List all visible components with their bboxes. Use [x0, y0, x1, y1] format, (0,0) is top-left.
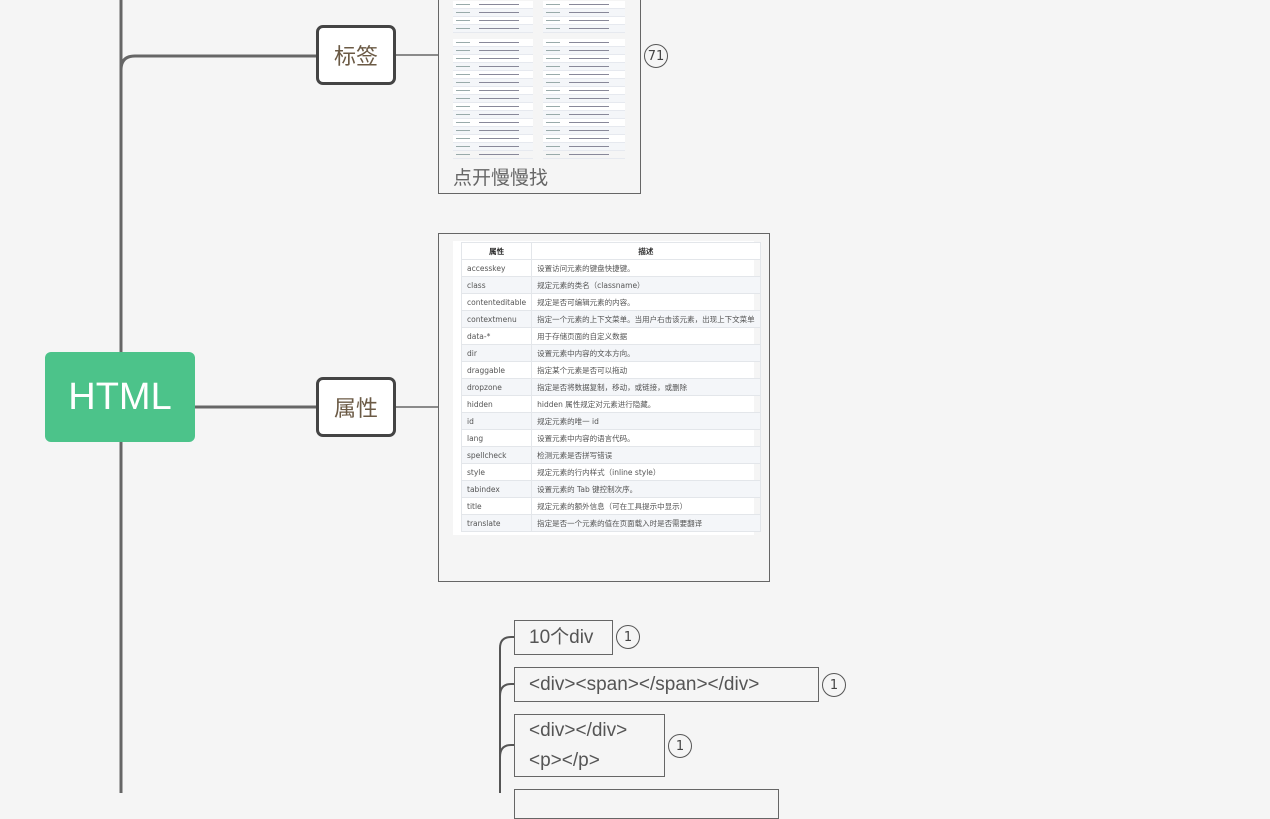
root-node-html[interactable]: HTML: [45, 352, 195, 442]
attribute-name-cell: dropzone: [460, 378, 533, 396]
child-count-badge[interactable]: 1: [668, 734, 692, 758]
attribute-name-cell: draggable: [460, 361, 533, 379]
attribute-desc-cell: hidden 属性规定对元素进行隐藏。: [531, 395, 761, 413]
child-count-badge[interactable]: 1: [822, 673, 846, 697]
attribute-desc-cell: 规定元素的类名（classname）: [531, 276, 761, 294]
tag-table-thumbnail: [453, 39, 533, 159]
subtopic-label: 10个div: [529, 626, 594, 648]
connectors: [119, 0, 514, 793]
branch-line-tags: [119, 54, 316, 352]
attribute-name-cell: hidden: [460, 395, 533, 413]
attribute-desc-cell: 设置元素中内容的文本方向。: [531, 344, 761, 362]
child-count-badge[interactable]: 71: [644, 44, 668, 68]
attribute-desc-cell: 设置元素的 Tab 键控制次序。: [531, 480, 761, 498]
col-header: 描述: [531, 242, 761, 260]
subtopic-div-span[interactable]: <div><span></span></div>: [514, 667, 819, 702]
attribute-name-cell: lang: [460, 429, 533, 447]
attribute-desc-cell: 用于存储页面的自定义数据: [531, 327, 761, 345]
attribute-desc-cell: 设置访问元素的键盘快捷键。: [531, 259, 761, 277]
tag-table-thumbnail: [543, 1, 625, 33]
attribute-desc-cell: 指定某个元素是否可以拖动: [531, 361, 761, 379]
attribute-desc-cell: 指定是否将数据复制，移动，或链接，或删除: [531, 378, 761, 396]
attribute-name-cell: translate: [460, 514, 533, 532]
attribute-name-cell: accesskey: [460, 259, 533, 277]
attribute-desc-cell: 指定是否一个元素的值在页面载入时是否需要翻译: [531, 514, 761, 532]
table-row: data-*用于存储页面的自定义数据: [460, 327, 761, 345]
attribute-desc-cell: 规定元素的行内样式（inline style）: [531, 463, 761, 481]
attribute-name-cell: contextmenu: [460, 310, 533, 328]
root-label: HTML: [68, 375, 172, 418]
subtopic-label: <div></div> <p></p>: [529, 719, 628, 771]
attribute-desc-cell: 指定一个元素的上下文菜单。当用户右击该元素，出现上下文菜单: [531, 310, 761, 328]
topic-label: 标签: [333, 45, 378, 70]
col-header: 属性: [460, 242, 533, 260]
attribute-name-cell: spellcheck: [460, 446, 533, 464]
attribute-name-cell: title: [460, 497, 533, 515]
subtopic-10-divs[interactable]: 10个div: [514, 620, 613, 655]
tag-table-thumbnail: [453, 1, 533, 33]
attribute-desc-cell: 检测元素是否拼写错误: [531, 446, 761, 464]
attribute-name-cell: data-*: [460, 327, 533, 345]
attribute-desc-cell: 规定元素的唯一 id: [531, 412, 761, 430]
subtopic-div-p[interactable]: <div></div> <p></p>: [514, 714, 665, 777]
subtopic-partial[interactable]: [514, 789, 779, 819]
attribute-name-cell: class: [460, 276, 533, 294]
attribute-name-cell: id: [460, 412, 533, 430]
attribute-name-cell: contenteditable: [460, 293, 533, 311]
topic-tags[interactable]: 标签: [316, 25, 396, 85]
topic-label: 属性: [333, 397, 378, 422]
attribute-name-cell: tabindex: [460, 480, 533, 498]
attribute-desc-cell: 规定元素的额外信息（可在工具提示中显示）: [531, 497, 761, 515]
tags-image-box[interactable]: 点开慢慢找: [438, 0, 641, 194]
attribute-name-cell: dir: [460, 344, 533, 362]
attribute-desc-cell: 规定是否可编辑元素的内容。: [531, 293, 761, 311]
subtopic-label: <div><span></span></div>: [529, 673, 760, 695]
topic-attributes[interactable]: 属性: [316, 377, 396, 437]
attribute-name-cell: style: [460, 463, 533, 481]
attribute-desc-cell: 设置元素中内容的语言代码。: [531, 429, 761, 447]
child-count-badge[interactable]: 1: [616, 625, 640, 649]
image-caption: 点开慢慢找: [453, 167, 549, 189]
sub-branch-line: [499, 636, 514, 793]
tag-table-thumbnail: [543, 39, 625, 159]
